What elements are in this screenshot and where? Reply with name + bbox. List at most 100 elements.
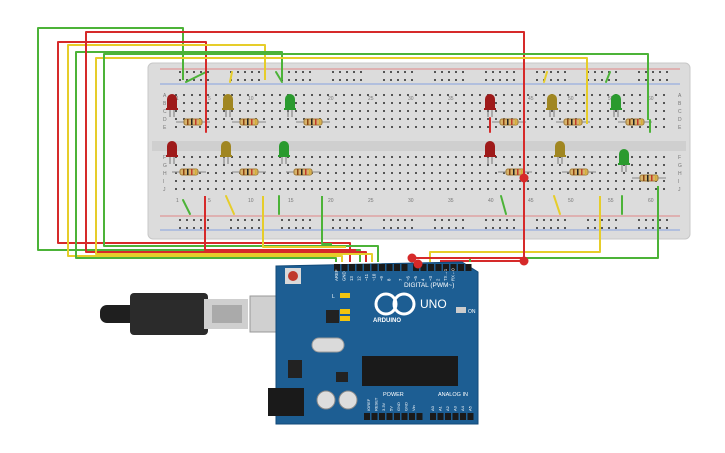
- hole[interactable]: [519, 188, 521, 190]
- hole[interactable]: [375, 94, 377, 96]
- hole[interactable]: [559, 164, 561, 166]
- hole[interactable]: [391, 102, 393, 104]
- rail-hole[interactable]: [492, 79, 494, 81]
- hole[interactable]: [383, 180, 385, 182]
- rail-hole[interactable]: [332, 79, 334, 81]
- hole[interactable]: [359, 156, 361, 158]
- hole[interactable]: [367, 172, 369, 174]
- hole[interactable]: [279, 172, 281, 174]
- hole[interactable]: [543, 118, 545, 120]
- hole[interactable]: [447, 156, 449, 158]
- rail-hole[interactable]: [536, 79, 538, 81]
- hole[interactable]: [295, 164, 297, 166]
- hole[interactable]: [215, 188, 217, 190]
- hole[interactable]: [559, 94, 561, 96]
- hole[interactable]: [199, 126, 201, 128]
- header-pin[interactable]: [450, 264, 457, 271]
- hole[interactable]: [383, 94, 385, 96]
- hole[interactable]: [423, 188, 425, 190]
- hole[interactable]: [399, 110, 401, 112]
- hole[interactable]: [359, 118, 361, 120]
- hole[interactable]: [175, 188, 177, 190]
- hole[interactable]: [295, 188, 297, 190]
- rail-hole[interactable]: [230, 227, 232, 229]
- hole[interactable]: [407, 118, 409, 120]
- hole[interactable]: [543, 94, 545, 96]
- hole[interactable]: [263, 188, 265, 190]
- rail-hole[interactable]: [448, 219, 450, 221]
- rail-hole[interactable]: [186, 79, 188, 81]
- hole[interactable]: [415, 118, 417, 120]
- hole[interactable]: [471, 188, 473, 190]
- hole[interactable]: [447, 126, 449, 128]
- hole[interactable]: [575, 180, 577, 182]
- hole[interactable]: [607, 164, 609, 166]
- hole[interactable]: [527, 188, 529, 190]
- rail-hole[interactable]: [339, 219, 341, 221]
- hole[interactable]: [543, 110, 545, 112]
- hole[interactable]: [279, 126, 281, 128]
- hole[interactable]: [175, 180, 177, 182]
- rail-hole[interactable]: [659, 79, 661, 81]
- hole[interactable]: [463, 188, 465, 190]
- hole[interactable]: [663, 110, 665, 112]
- rail-hole[interactable]: [587, 227, 589, 229]
- hole[interactable]: [191, 94, 193, 96]
- hole[interactable]: [463, 164, 465, 166]
- rail-hole[interactable]: [462, 79, 464, 81]
- hole[interactable]: [383, 172, 385, 174]
- hole[interactable]: [375, 164, 377, 166]
- hole[interactable]: [415, 102, 417, 104]
- hole[interactable]: [207, 180, 209, 182]
- hole[interactable]: [551, 164, 553, 166]
- rail-hole[interactable]: [608, 79, 610, 81]
- hole[interactable]: [559, 172, 561, 174]
- hole[interactable]: [247, 110, 249, 112]
- hole[interactable]: [335, 102, 337, 104]
- rail-hole[interactable]: [652, 71, 654, 73]
- hole[interactable]: [255, 188, 257, 190]
- header-pin[interactable]: [341, 264, 348, 271]
- hole[interactable]: [511, 94, 513, 96]
- rail-hole[interactable]: [179, 219, 181, 221]
- rail-hole[interactable]: [434, 219, 436, 221]
- rail-hole[interactable]: [462, 219, 464, 221]
- hole[interactable]: [631, 188, 633, 190]
- hole[interactable]: [247, 164, 249, 166]
- hole[interactable]: [567, 126, 569, 128]
- rail-hole[interactable]: [659, 71, 661, 73]
- rail-hole[interactable]: [302, 71, 304, 73]
- hole[interactable]: [383, 126, 385, 128]
- rail-hole[interactable]: [615, 227, 617, 229]
- rail-hole[interactable]: [179, 71, 181, 73]
- hole[interactable]: [327, 188, 329, 190]
- hole[interactable]: [391, 110, 393, 112]
- hole[interactable]: [327, 118, 329, 120]
- rail-hole[interactable]: [288, 227, 290, 229]
- hole[interactable]: [231, 180, 233, 182]
- hole[interactable]: [383, 156, 385, 158]
- hole[interactable]: [311, 102, 313, 104]
- hole[interactable]: [311, 156, 313, 158]
- rail-hole[interactable]: [601, 219, 603, 221]
- header-pin[interactable]: [364, 264, 370, 271]
- rail-hole[interactable]: [353, 79, 355, 81]
- rail-hole[interactable]: [462, 227, 464, 229]
- hole[interactable]: [199, 94, 201, 96]
- hole[interactable]: [431, 180, 433, 182]
- hole[interactable]: [279, 188, 281, 190]
- hole[interactable]: [455, 118, 457, 120]
- rail-hole[interactable]: [200, 219, 202, 221]
- hole[interactable]: [591, 118, 593, 120]
- hole[interactable]: [519, 102, 521, 104]
- rail-hole[interactable]: [411, 79, 413, 81]
- hole[interactable]: [599, 118, 601, 120]
- hole[interactable]: [551, 172, 553, 174]
- hole[interactable]: [599, 126, 601, 128]
- hole[interactable]: [183, 94, 185, 96]
- hole[interactable]: [455, 102, 457, 104]
- rail-hole[interactable]: [666, 79, 668, 81]
- hole[interactable]: [415, 126, 417, 128]
- hole[interactable]: [343, 110, 345, 112]
